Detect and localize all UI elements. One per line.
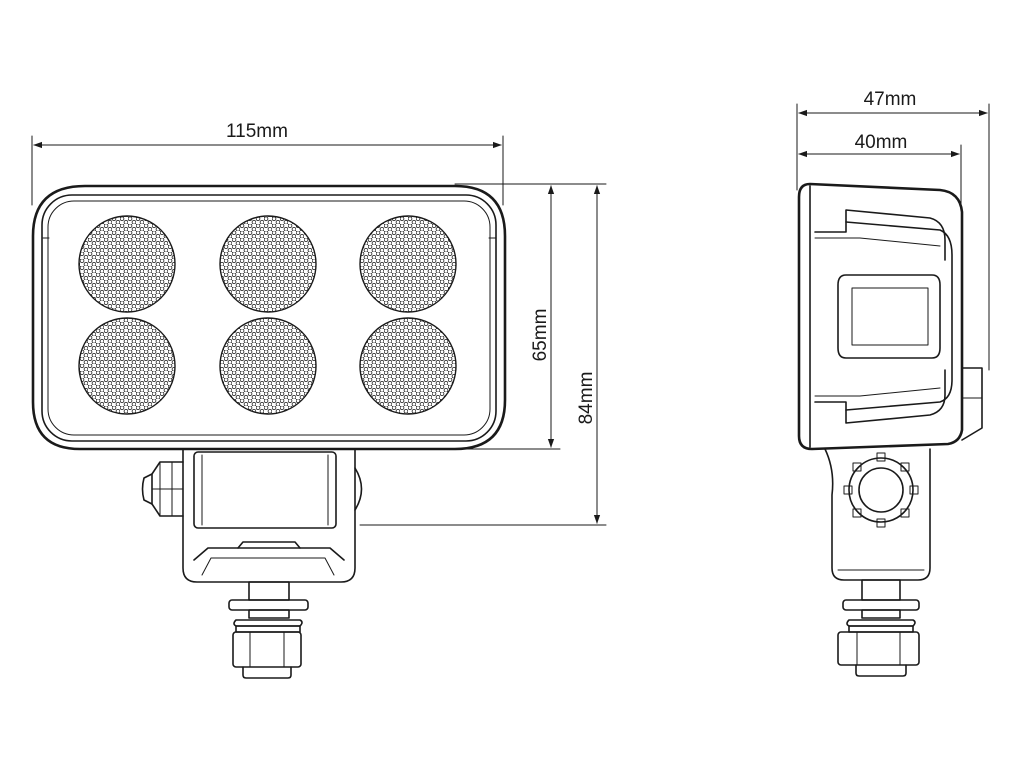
led-lens	[219, 317, 317, 415]
led-lens	[78, 215, 176, 313]
dimension-total-depth: 47mm	[796, 89, 990, 371]
dimension-lens-height: 65mm	[454, 183, 561, 450]
dimension-housing-depth-label: 40mm	[855, 132, 908, 153]
side-mount-bracket	[824, 448, 931, 581]
side-housing	[797, 182, 983, 451]
dimension-width: 115mm	[31, 121, 504, 206]
front-view: 115mm	[31, 121, 607, 679]
front-bolt-stack	[228, 581, 309, 679]
led-lens	[219, 215, 317, 313]
side-view: 47mm 40mm	[796, 89, 990, 677]
dimension-total-depth-label: 47mm	[864, 89, 917, 110]
dimension-total-height-label: 84mm	[576, 372, 597, 425]
led-lens	[359, 215, 457, 313]
dimension-width-label: 115mm	[226, 121, 288, 142]
led-lens-array	[78, 215, 457, 415]
dimension-lens-height-label: 65mm	[530, 309, 551, 362]
dimension-housing-depth: 40mm	[798, 132, 962, 206]
front-mount-bracket	[141, 448, 363, 583]
side-bolt-stack	[837, 579, 920, 677]
dimension-total-height: 84mm	[359, 183, 607, 526]
led-lens	[78, 317, 176, 415]
led-lens	[359, 317, 457, 415]
